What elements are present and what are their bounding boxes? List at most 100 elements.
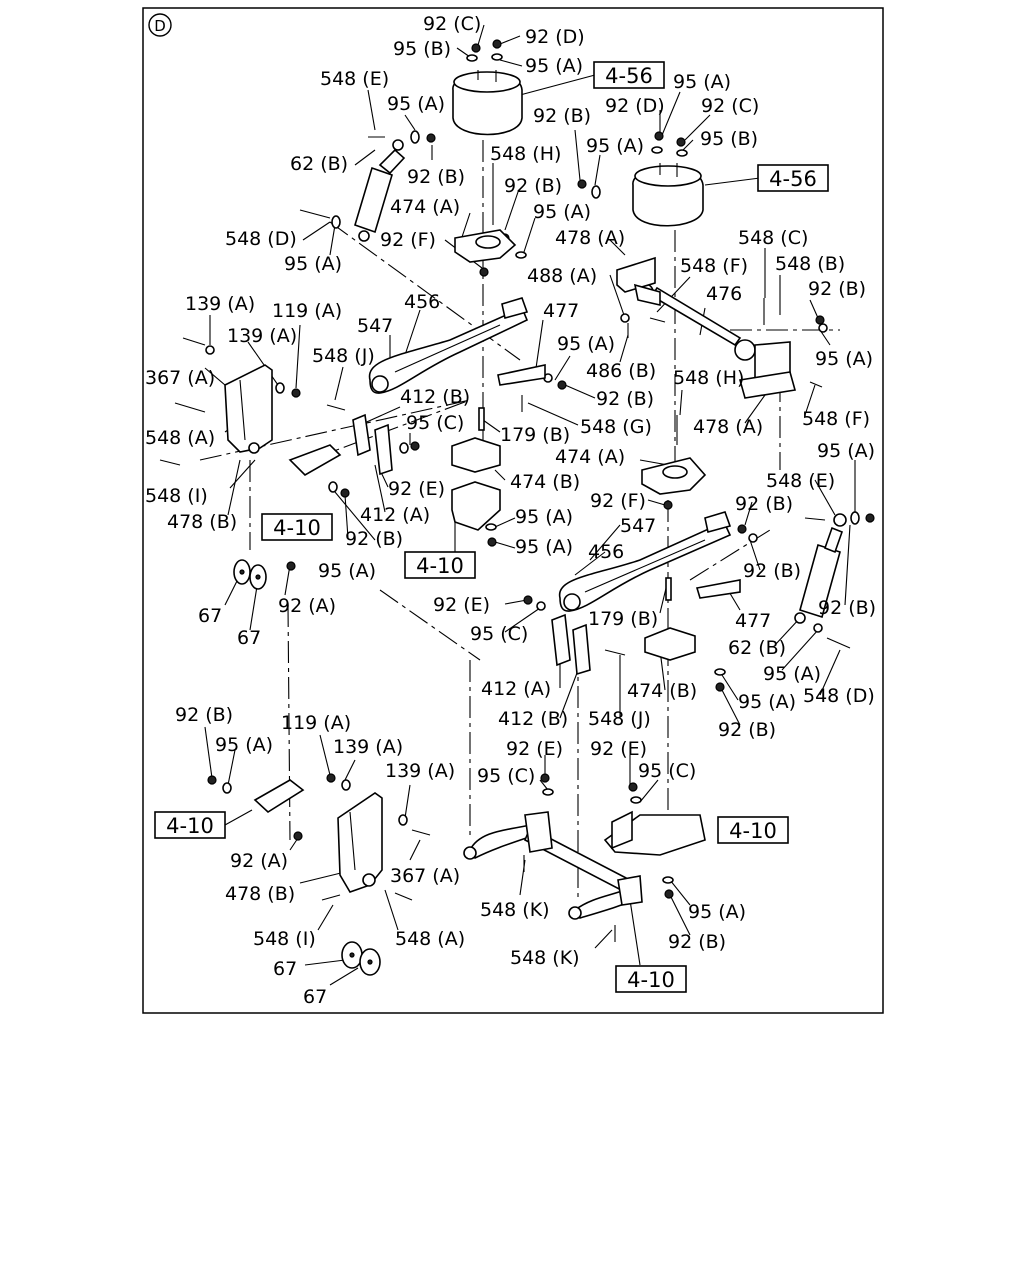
part-label: 95 (C) <box>406 412 464 434</box>
part-label: 67 <box>198 605 222 627</box>
part-label: 92 (F) <box>590 490 646 512</box>
part-label: 139 (A) <box>227 325 297 347</box>
part-label: 92 (C) <box>701 95 759 117</box>
part-label: 92 (C) <box>423 13 481 35</box>
part-label: 92 (B) <box>345 528 403 550</box>
svg-text:4-56: 4-56 <box>769 167 817 191</box>
part-label: 92 (B) <box>743 560 801 582</box>
part-label: 119 (A) <box>272 300 342 322</box>
part-label: 412 (B) <box>400 386 470 408</box>
view-marker-letter: D <box>154 17 166 35</box>
part-label: 95 (C) <box>477 765 535 787</box>
part-label: 62 (B) <box>728 637 786 659</box>
part-label: 548 (G) <box>580 416 652 438</box>
part-label: 412 (B) <box>498 708 568 730</box>
part-label: 179 (B) <box>588 608 658 630</box>
part-label: 92 (D) <box>525 26 585 48</box>
part-label: 548 (I) <box>145 485 208 507</box>
air-spring-lower <box>632 163 704 227</box>
part-label: 477 <box>543 300 579 322</box>
part-label: 95 (A) <box>557 333 615 355</box>
part-label: 548 (D) <box>803 685 875 707</box>
part-label: 548 (F) <box>802 408 870 430</box>
part-label: 67 <box>237 627 261 649</box>
part-label: 548 (A) <box>395 928 465 950</box>
shackle-links-lower <box>551 613 591 676</box>
part-label: 139 (A) <box>185 293 255 315</box>
part-label: 474 (B) <box>627 680 697 702</box>
hanger-bracket-lower <box>337 792 383 893</box>
part-label: 62 (B) <box>290 153 348 175</box>
part-label: 548 (F) <box>680 255 748 277</box>
reference-box-4-10-bottom[interactable]: 4-10 <box>615 965 687 993</box>
part-label: 95 (B) <box>393 38 451 60</box>
svg-text:4-10: 4-10 <box>416 554 464 578</box>
part-label: 95 (A) <box>387 93 445 115</box>
part-label: 548 (A) <box>145 427 215 449</box>
reference-box-4-10-right-lower[interactable]: 4-10 <box>717 816 789 844</box>
shackle-links-upper <box>352 413 393 476</box>
part-label: 548 (C) <box>738 227 808 249</box>
part-label: 95 (A) <box>515 536 573 558</box>
part-label: 548 (E) <box>766 470 835 492</box>
part-label: 478 (B) <box>225 883 295 905</box>
part-label: 95 (A) <box>817 440 875 462</box>
part-label: 548 (H) <box>490 143 561 165</box>
reference-box-4-56-right[interactable]: 4-56 <box>757 164 829 192</box>
svg-text:4-10: 4-10 <box>627 968 675 992</box>
part-label: 139 (A) <box>333 736 403 758</box>
svg-text:4-10: 4-10 <box>729 819 777 843</box>
part-label: 548 (D) <box>225 228 297 250</box>
reference-box-4-10-left-upper[interactable]: 4-10 <box>261 513 333 541</box>
pins <box>478 407 672 601</box>
spring-seat-upper <box>451 437 501 531</box>
part-label: 92 (B) <box>175 704 233 726</box>
part-label: 92 (A) <box>278 595 336 617</box>
part-label: 548 (I) <box>253 928 316 950</box>
part-label: 478 (A) <box>555 227 625 249</box>
part-label: 119 (A) <box>281 712 351 734</box>
svg-text:4-10: 4-10 <box>166 814 214 838</box>
part-label: 367 (A) <box>145 367 215 389</box>
part-label: 478 (A) <box>693 416 763 438</box>
reference-box-4-10-left-lower[interactable]: 4-10 <box>154 811 226 839</box>
part-label: 548 (E) <box>320 68 389 90</box>
plates-477 <box>497 364 741 599</box>
part-label: 92 (E) <box>388 478 445 500</box>
bracket-upper-right <box>616 256 661 307</box>
bracket-plate-lower <box>253 779 305 814</box>
axle-plate-right <box>603 810 706 856</box>
part-label: 474 (B) <box>510 471 580 493</box>
svg-text:4-56: 4-56 <box>605 64 653 88</box>
trailing-arm-upper <box>368 297 529 394</box>
part-label: 95 (C) <box>470 623 528 645</box>
part-label: 95 (A) <box>586 135 644 157</box>
part-label: 547 <box>620 515 656 537</box>
part-label: 95 (A) <box>533 201 591 223</box>
part-label: 548 (B) <box>775 253 845 275</box>
part-label: 547 <box>357 315 393 337</box>
part-label: 92 (B) <box>407 166 465 188</box>
part-label: 95 (A) <box>673 71 731 93</box>
part-label: 95 (A) <box>688 901 746 923</box>
part-label: 367 (A) <box>390 865 460 887</box>
reference-box-4-56-upper[interactable]: 4-56 <box>593 61 665 89</box>
part-label: 548 (K) <box>510 947 580 969</box>
trailing-arm-lower <box>558 511 732 612</box>
shock-absorber-lower <box>794 513 847 624</box>
part-label: 92 (B) <box>808 278 866 300</box>
bolts <box>159 136 851 942</box>
part-label: 95 (A) <box>525 55 583 77</box>
bracket-plate-upper <box>288 444 342 476</box>
part-label: 456 <box>588 541 624 563</box>
bushings-upper <box>233 559 267 590</box>
axle-seat-upper <box>454 229 517 263</box>
reference-box-4-10-center[interactable]: 4-10 <box>404 551 476 579</box>
bracket-right-mid <box>738 341 797 399</box>
part-label: 92 (B) <box>596 388 654 410</box>
stabilizer-bar <box>463 811 643 920</box>
part-label: 92 (B) <box>533 105 591 127</box>
diagram-frame <box>142 7 884 1014</box>
